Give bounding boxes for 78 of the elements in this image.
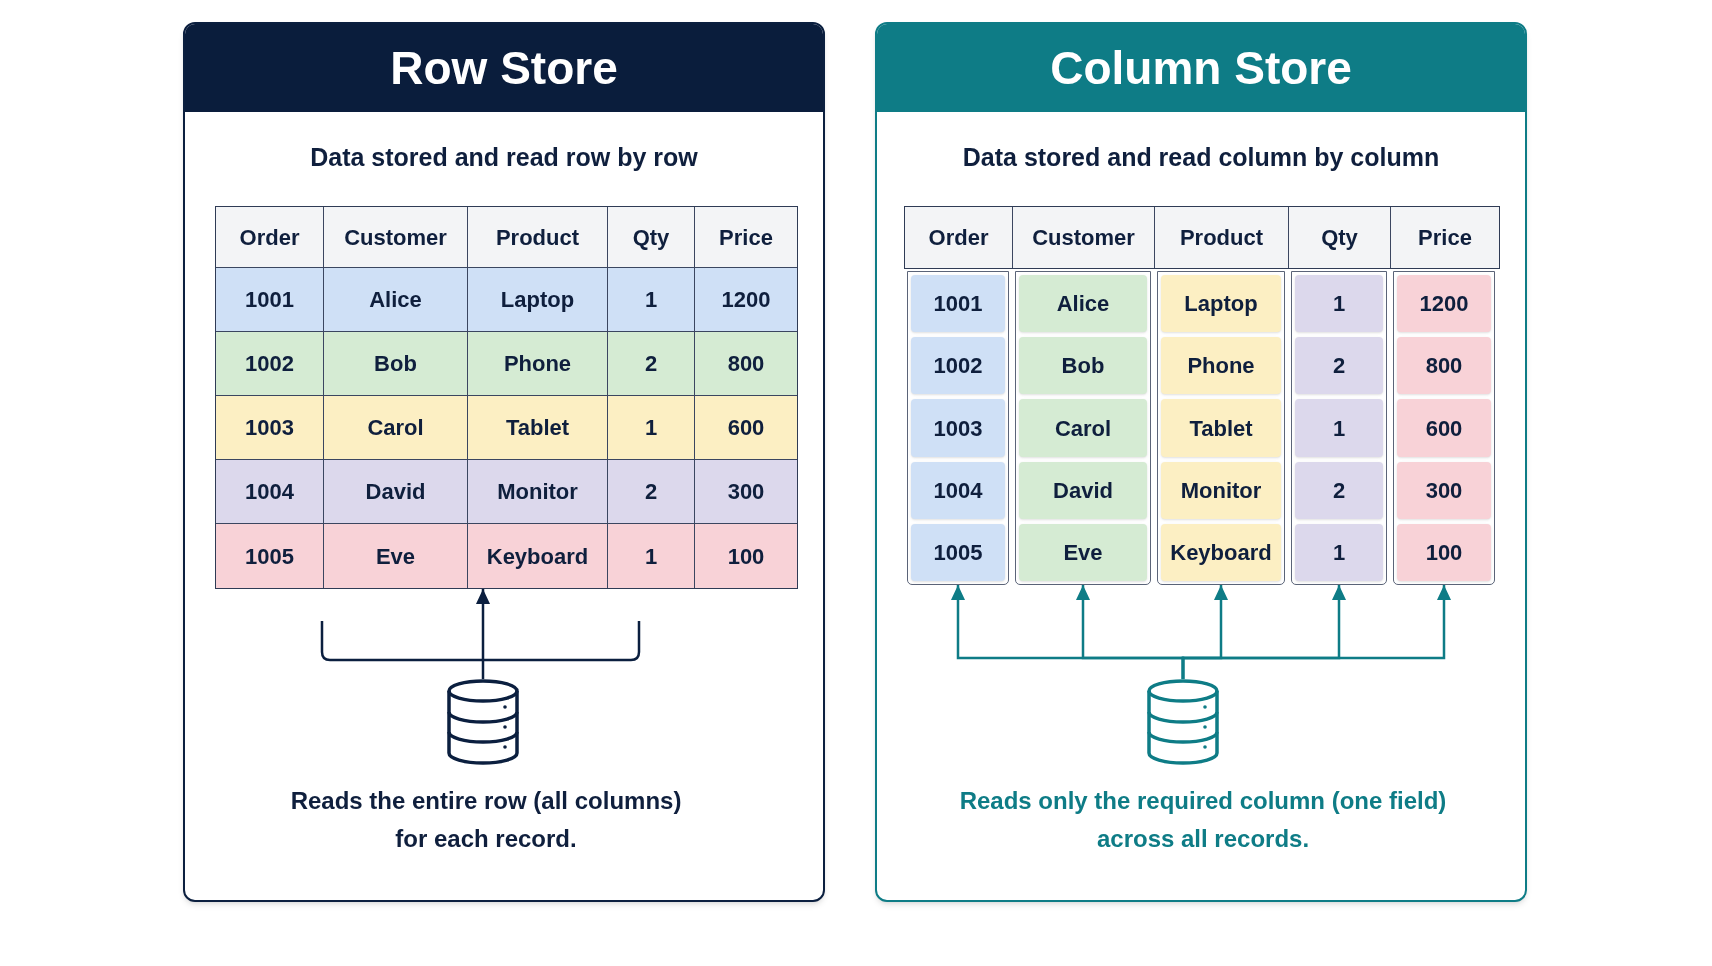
- table-cell: 1001: [216, 268, 324, 332]
- subtitle: Data stored and read row by row: [310, 142, 698, 173]
- table-cell: 600: [695, 396, 797, 460]
- table-cell: David: [324, 460, 468, 524]
- value-tile: 1: [1295, 399, 1383, 457]
- table-cell: Eve: [324, 524, 468, 588]
- table-cell: 1003: [216, 396, 324, 460]
- arrow: [476, 589, 490, 679]
- header-cell: Price: [1391, 207, 1499, 268]
- value-tile: 100: [1397, 523, 1491, 581]
- panel-title: Row Store: [390, 45, 618, 91]
- arrow: [1181, 585, 1451, 679]
- table-cell: Tablet: [468, 396, 608, 460]
- table-cell: 1004: [216, 460, 324, 524]
- table-cell: 1200: [695, 268, 797, 332]
- value-tile: 600: [1397, 399, 1491, 457]
- table-cell: 2: [608, 332, 695, 396]
- database-icon: [1144, 679, 1222, 765]
- table-cell: Alice: [324, 268, 468, 332]
- value-tile: Bob: [1019, 337, 1147, 395]
- table-cell: 800: [695, 332, 797, 396]
- table-cell: 1: [608, 524, 695, 588]
- table-cell: Carol: [324, 396, 468, 460]
- value-tile: Keyboard: [1161, 523, 1281, 581]
- table-cell: 2: [608, 460, 695, 524]
- header-cell: Qty: [608, 207, 695, 268]
- value-tile: Eve: [1019, 523, 1147, 581]
- column-band: [1291, 271, 1387, 585]
- header-cell: Product: [468, 207, 608, 268]
- column-band: [1393, 271, 1495, 585]
- table-cell: Bob: [324, 332, 468, 396]
- table-cell: Laptop: [468, 268, 608, 332]
- value-tile: Phone: [1161, 337, 1281, 395]
- database-icon: [444, 679, 522, 765]
- value-tile: 1005: [911, 523, 1005, 581]
- table-cell: Phone: [468, 332, 608, 396]
- value-tile: 1002: [911, 337, 1005, 395]
- value-tile: 2: [1295, 461, 1383, 519]
- panel-title: Column Store: [1050, 45, 1352, 91]
- value-tile: 300: [1397, 461, 1491, 519]
- header-cell: Price: [695, 207, 797, 268]
- value-tile: 1003: [911, 399, 1005, 457]
- column-band: [1015, 271, 1151, 585]
- header-cell: Product: [1155, 207, 1289, 268]
- table-cell: 1005: [216, 524, 324, 588]
- caption-text: Reads only the required column (one field) across all records.: [958, 786, 1448, 854]
- header-cell: Customer: [1013, 207, 1155, 268]
- subtitle: Data stored and read column by column: [962, 142, 1440, 173]
- table-cell: 1002: [216, 332, 324, 396]
- table-cell: Keyboard: [468, 524, 608, 588]
- value-tile: 1200: [1397, 275, 1491, 333]
- value-tile: Monitor: [1161, 461, 1281, 519]
- value-tile: 800: [1397, 337, 1491, 395]
- table-cell: Monitor: [468, 460, 608, 524]
- value-tile: 1001: [911, 275, 1005, 333]
- caption-text: Reads the entire row (all columns) for each record.: [289, 786, 683, 854]
- value-tile: 1: [1295, 275, 1383, 333]
- value-tile: 2: [1295, 337, 1383, 395]
- column-band: [1157, 271, 1285, 585]
- table-cell: 100: [695, 524, 797, 588]
- value-tile: Tablet: [1161, 399, 1281, 457]
- value-tile: David: [1019, 461, 1147, 519]
- data-table: [215, 206, 798, 589]
- store-panel: [875, 22, 1527, 902]
- header-cell: Order: [216, 207, 324, 268]
- value-tile: 1: [1295, 523, 1383, 581]
- header-cell: Order: [905, 207, 1013, 268]
- header-cell: Qty: [1289, 207, 1391, 268]
- value-tile: Laptop: [1161, 275, 1281, 333]
- value-tile: Alice: [1019, 275, 1147, 333]
- value-tile: 1004: [911, 461, 1005, 519]
- table-cell: 1: [608, 396, 695, 460]
- table-cell: 1: [608, 268, 695, 332]
- column-band: [907, 271, 1009, 585]
- value-tile: Carol: [1019, 399, 1147, 457]
- store-panel: [183, 22, 825, 902]
- header-cell: Customer: [324, 207, 468, 268]
- table-cell: 300: [695, 460, 797, 524]
